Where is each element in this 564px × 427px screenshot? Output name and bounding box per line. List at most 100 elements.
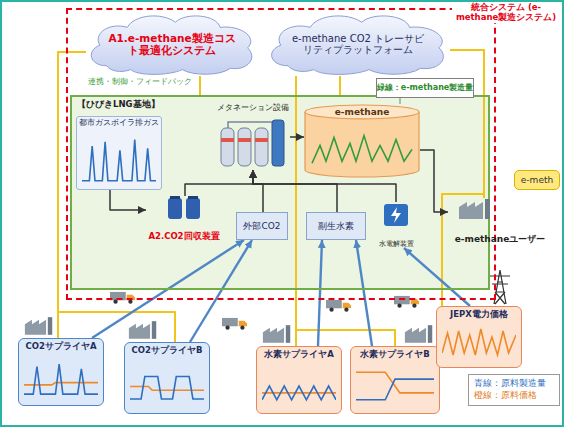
chart-line bbox=[356, 372, 434, 393]
chart-line bbox=[130, 387, 204, 391]
node-label: メタネーション設備 bbox=[216, 104, 290, 113]
drawn-path bbox=[391, 207, 401, 223]
node-label: 水素サプライヤB bbox=[351, 350, 439, 360]
truck-icon bbox=[222, 318, 247, 330]
legend-box: 青線：原料製造量橙線：原料価格 bbox=[468, 374, 560, 406]
connector bbox=[290, 136, 304, 138]
drawn-rect bbox=[272, 120, 284, 166]
drawn-rect bbox=[221, 128, 234, 166]
node-label: 水素サプライヤA bbox=[257, 350, 341, 360]
drawn-rect bbox=[384, 204, 408, 226]
cloud-platform: e-methane CO2 トレーサビリティプラットフォーム bbox=[266, 12, 450, 76]
connector bbox=[185, 170, 253, 196]
supplier-box: 水素サプライヤB bbox=[350, 346, 440, 414]
drawn-rect bbox=[238, 138, 251, 142]
drawn-path bbox=[228, 122, 276, 128]
line-chart bbox=[24, 355, 98, 401]
connector bbox=[450, 50, 484, 198]
drawn-path bbox=[459, 202, 483, 219]
process-box: 副生水素 bbox=[306, 212, 366, 240]
connector bbox=[404, 248, 470, 306]
factory-icon bbox=[405, 325, 432, 343]
co2-capture-icon bbox=[164, 196, 204, 220]
node-label: CO2サプライヤA bbox=[19, 342, 103, 352]
drawn-rect bbox=[255, 138, 268, 142]
cloud-system: A1.e-methane製造コスト最適化システム bbox=[86, 12, 258, 76]
line-chart bbox=[442, 323, 516, 363]
drawn-rect bbox=[188, 196, 198, 199]
drawn-ellipse bbox=[305, 105, 419, 119]
drawn-path bbox=[91, 16, 252, 74]
truck-icon bbox=[394, 296, 419, 308]
user-node: e-methaneユーザー bbox=[448, 198, 552, 244]
node-label: 都市ガスボイラ排ガス bbox=[77, 119, 161, 128]
region-title: 統合システム (e-methane製造システム) bbox=[452, 3, 560, 23]
supplier-box: CO2サプライヤB bbox=[124, 342, 210, 414]
line-chart bbox=[82, 131, 156, 185]
factory-icon bbox=[263, 325, 290, 343]
drawn-path bbox=[305, 112, 419, 177]
factory-icon bbox=[25, 317, 52, 335]
connector bbox=[110, 190, 146, 210]
drawn-rect bbox=[186, 198, 200, 219]
factory-icon bbox=[129, 321, 156, 339]
base-ground bbox=[70, 95, 490, 290]
flow-label: 連携・制御・フィードバック bbox=[88, 78, 198, 87]
factory-icon bbox=[458, 198, 492, 220]
node-label: 緑線：e-methane製造量 bbox=[377, 83, 474, 92]
node-label: e-meth bbox=[521, 175, 553, 185]
electrolyser-icon bbox=[383, 203, 409, 227]
node-label: A1.e-methane製造コスト最適化システム bbox=[108, 32, 236, 56]
drawn-rect bbox=[221, 138, 234, 142]
legend-text: 橙線：原料価格 bbox=[474, 390, 554, 402]
methanation-unit: メタネーション設備 bbox=[216, 104, 290, 170]
drawn-rect bbox=[170, 196, 180, 199]
chart-line bbox=[82, 140, 156, 181]
system-region: 統合システム (e-methane製造システム)A1.e-methane製造コス… bbox=[66, 8, 496, 300]
legend-text: 青線：原料製造量 bbox=[474, 378, 554, 390]
drawn-rect bbox=[255, 128, 268, 166]
chart-line bbox=[262, 386, 336, 400]
label-holder: 連携・制御・フィードバック bbox=[88, 78, 198, 87]
drawn-rect bbox=[238, 128, 251, 166]
site-title: 【ひびきLNG基地】 bbox=[77, 100, 160, 110]
truck-icon bbox=[326, 300, 351, 312]
connector bbox=[318, 240, 322, 346]
supplier-box: 水素サプライヤA bbox=[256, 346, 342, 414]
node-label: 副生水素 bbox=[318, 221, 354, 231]
connector bbox=[339, 76, 341, 95]
methanation-plant bbox=[216, 118, 290, 170]
connector bbox=[400, 98, 401, 104]
drawn-rect bbox=[168, 198, 182, 219]
chart-line bbox=[312, 136, 412, 164]
node-label: 水電解装置 bbox=[376, 240, 416, 248]
process-box: 外部CO2 bbox=[236, 212, 288, 240]
chart-line bbox=[356, 379, 434, 400]
line-chart bbox=[356, 363, 434, 409]
drawn-path bbox=[272, 16, 444, 74]
line-chart bbox=[262, 363, 336, 409]
line-chart bbox=[130, 359, 204, 409]
node-label: 外部CO2 bbox=[243, 221, 280, 231]
connector bbox=[253, 170, 337, 212]
connector bbox=[253, 170, 263, 212]
connector bbox=[356, 240, 372, 346]
callout-box: 緑線：e-methane製造量 bbox=[376, 78, 474, 98]
site-box: 【ひびきLNG基地】都市ガスボイラ排ガス A2.CO2回収装置 メタネーション設備 e… bbox=[70, 95, 490, 290]
supplier-box: CO2サプライヤA bbox=[18, 338, 104, 406]
capture-unit: A2.CO2回収装置 bbox=[146, 196, 222, 242]
exhaust-chart: 都市ガスボイラ排ガス bbox=[76, 116, 162, 190]
drawn-rect bbox=[485, 199, 490, 219]
price-box: JEPX電力価格 bbox=[436, 306, 522, 368]
connector bbox=[420, 150, 448, 212]
node-label: e-methaneユーザー bbox=[448, 234, 552, 244]
speech-bubble: e-meth bbox=[514, 170, 560, 190]
chart-line bbox=[442, 329, 516, 355]
node-label: e-methane bbox=[304, 107, 420, 117]
electrolyser-unit: 水電解装置 bbox=[376, 202, 416, 248]
truck-icon bbox=[110, 292, 135, 304]
node-label: JEPX電力価格 bbox=[437, 310, 521, 320]
node-label: e-methane CO2 トレーサビリティプラットフォーム bbox=[288, 33, 428, 56]
